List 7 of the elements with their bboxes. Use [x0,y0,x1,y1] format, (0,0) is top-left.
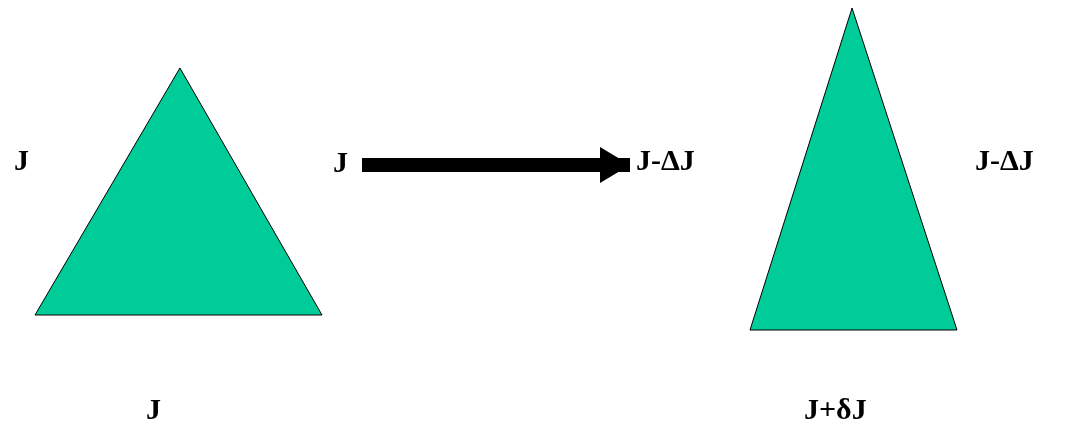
side-label: J [146,392,161,426]
side-label: J-ΔJ [975,143,1034,177]
side-label: J+δJ [804,392,867,426]
arrow [362,147,630,183]
side-label: J [333,145,348,179]
side-label: J-ΔJ [636,143,695,177]
side-label: J [14,143,29,177]
